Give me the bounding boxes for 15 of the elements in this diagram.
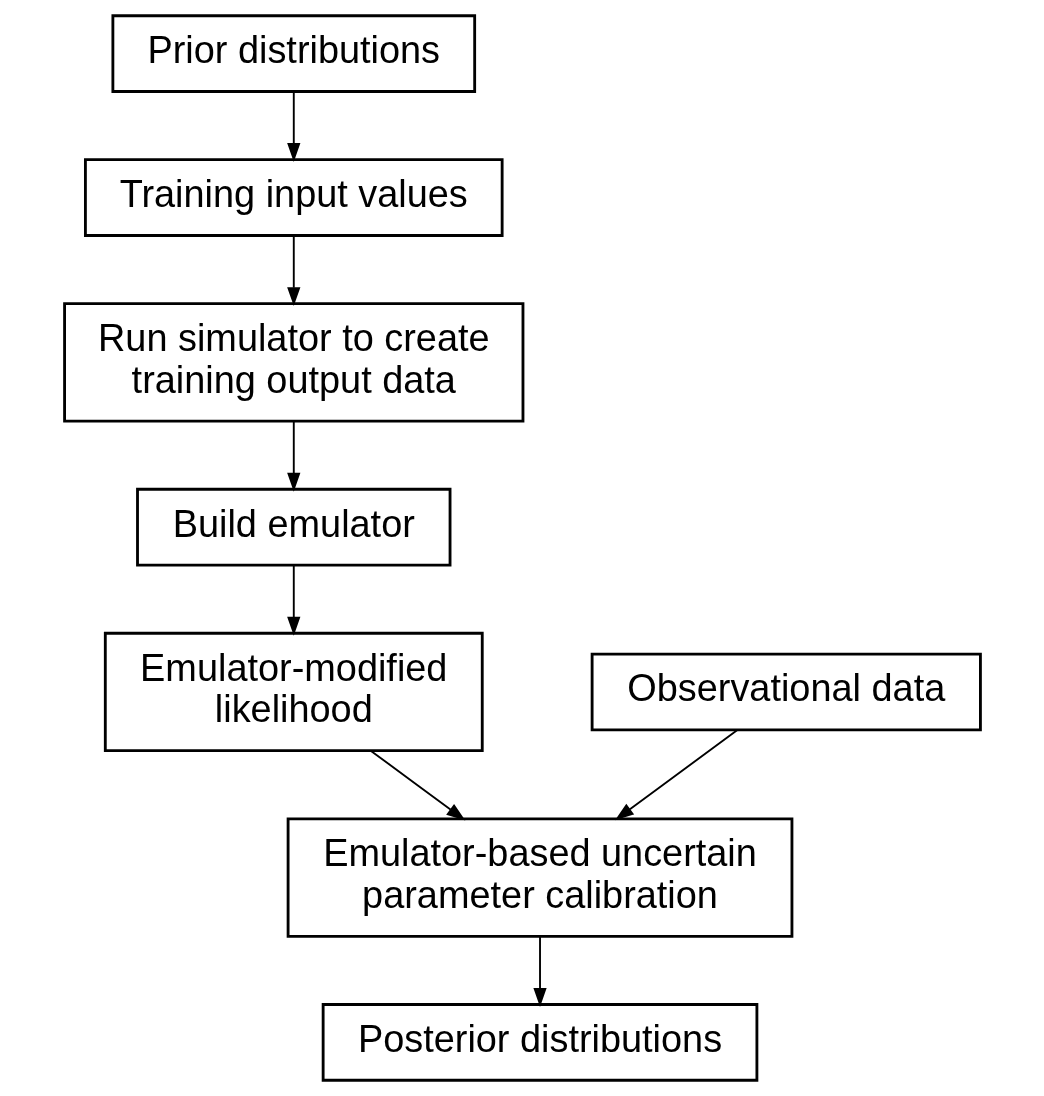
arrow xyxy=(286,235,300,307)
node-box: Emulator-modified likelihood xyxy=(103,631,484,753)
arrow xyxy=(369,749,465,821)
node-box: Prior distributions xyxy=(110,14,476,93)
node-box: Posterior distributions xyxy=(321,1003,758,1082)
node-box: Emulator-based uncertain parameter calibration xyxy=(286,817,793,938)
arrow xyxy=(532,935,547,1007)
node-box: Observational data xyxy=(590,652,982,732)
node-box: Training input values xyxy=(83,158,504,237)
arrow xyxy=(286,420,300,492)
node-box: Run simulator to create training output data xyxy=(62,302,524,423)
node-box: Build emulator xyxy=(135,487,451,567)
arrow xyxy=(286,90,300,163)
arrow xyxy=(286,564,300,636)
arrow xyxy=(614,729,738,821)
